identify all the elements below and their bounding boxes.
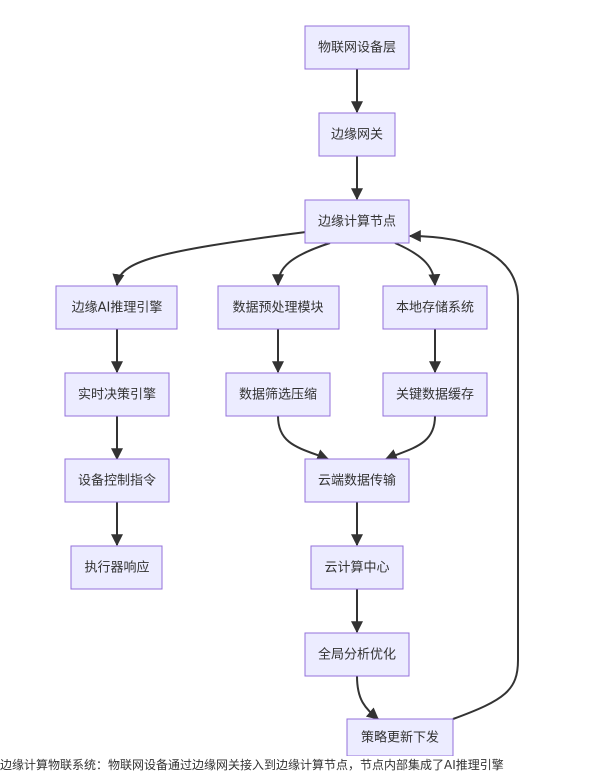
node-data-filter: 数据筛选压缩 <box>225 372 331 417</box>
node-iot-layer-label: 物联网设备层 <box>318 40 396 56</box>
edge-cache-to-transfer <box>384 415 436 461</box>
node-policy-update: 策略更新下发 <box>346 718 454 756</box>
node-ai-engine: 边缘AI推理引擎 <box>55 285 178 330</box>
node-local-storage-label: 本地存储系统 <box>396 301 474 316</box>
edge-compute-to-preprocess <box>272 242 331 287</box>
edge-filter-to-transfer <box>277 415 330 461</box>
node-cloud-transfer-label: 云端数据传输 <box>318 473 396 489</box>
node-cloud-center: 云计算中心 <box>310 545 404 590</box>
node-key-cache: 关键数据缓存 <box>382 372 488 417</box>
node-cloud-center-label: 云计算中心 <box>324 561 389 576</box>
node-realtime-decision-label: 实时决策引擎 <box>78 387 156 403</box>
node-local-storage: 本地存储系统 <box>382 285 488 330</box>
node-data-filter-label: 数据筛选压缩 <box>239 387 317 403</box>
node-global-analysis: 全局分析优化 <box>304 632 410 677</box>
node-device-control-label: 设备控制指令 <box>78 473 156 489</box>
node-policy-update-label: 策略更新下发 <box>361 730 439 746</box>
edge-compute-to-storage <box>394 242 441 287</box>
node-edge-compute-label: 边缘计算节点 <box>318 215 396 230</box>
node-actuator-label: 执行器响应 <box>84 560 149 576</box>
node-preprocess-label: 数据预处理模块 <box>232 301 323 316</box>
figure-caption: 边缘计算物联系统：物联网设备通过边缘网关接入到边缘计算节点，节点内部集成了AI推… <box>0 758 504 772</box>
node-edge-gateway-label: 边缘网关 <box>331 128 383 143</box>
node-global-analysis-label: 全局分析优化 <box>318 647 396 663</box>
flowchart: 物联网设备层 边缘网关 边缘计算节点 边缘AI推理引擎 数据预处理模块 本地存储… <box>55 25 519 756</box>
node-realtime-decision: 实时决策引擎 <box>64 372 170 417</box>
edge-compute-to-ai <box>112 231 307 287</box>
edge-analysis-to-policy <box>356 675 379 720</box>
node-iot-layer: 物联网设备层 <box>304 25 410 70</box>
node-cloud-transfer: 云端数据传输 <box>304 458 410 503</box>
edges <box>111 69 519 720</box>
node-actuator: 执行器响应 <box>70 545 163 590</box>
edge-policy-to-compute <box>408 230 519 720</box>
node-key-cache-label: 关键数据缓存 <box>396 388 474 403</box>
node-edge-gateway: 边缘网关 <box>318 112 396 157</box>
node-edge-compute: 边缘计算节点 <box>304 199 410 244</box>
node-device-control: 设备控制指令 <box>64 458 170 503</box>
node-ai-engine-label: 边缘AI推理引擎 <box>72 301 163 316</box>
node-preprocess: 数据预处理模块 <box>217 285 340 330</box>
